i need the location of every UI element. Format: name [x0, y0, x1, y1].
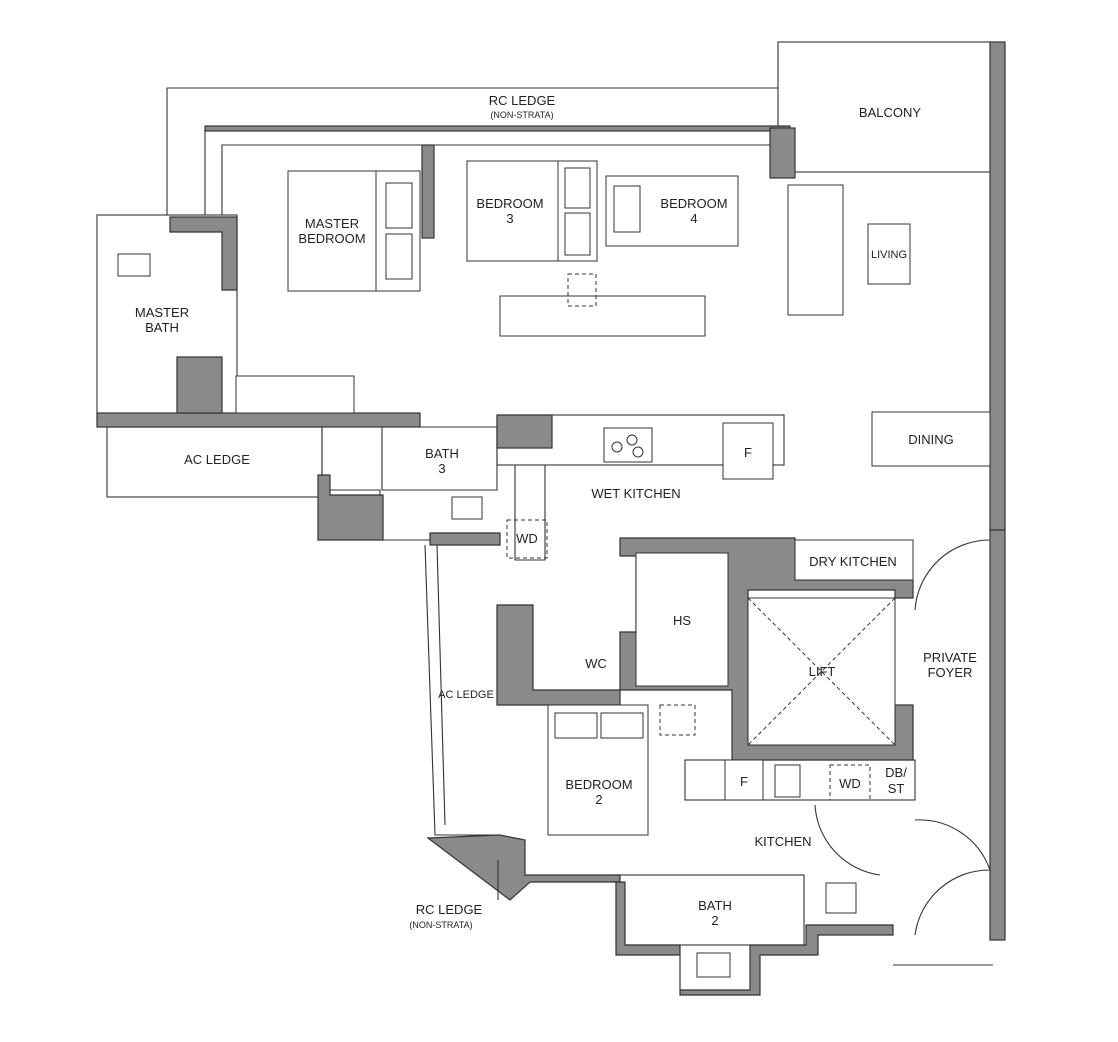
bath2-number: 2 — [711, 913, 718, 928]
dbst-label-2: ST — [888, 781, 905, 796]
master-bath-label-2: BATH — [145, 320, 179, 335]
wd-kitchen-label: WD — [839, 776, 861, 791]
bedroom3-number: 3 — [506, 211, 513, 226]
dining-label: DINING — [908, 432, 954, 447]
bath2-label: BATH — [698, 898, 732, 913]
fridge-wet-label: F — [744, 445, 752, 460]
room-labels: RC LEDGE (NON-STRATA) BALCONY MASTER BED… — [135, 93, 977, 930]
bedroom2-label: BEDROOM — [565, 777, 632, 792]
ac-ledge-mid-label: AC LEDGE — [438, 689, 494, 701]
kitchen-label: KITCHEN — [754, 834, 811, 849]
wc-label: WC — [585, 656, 607, 671]
lift-label: LIFT — [809, 664, 836, 679]
bedroom3-label: BEDROOM — [476, 196, 543, 211]
ac-ledge-left-label: AC LEDGE — [184, 452, 250, 467]
rc-ledge-bottom-note: (NON-STRATA) — [409, 920, 472, 930]
bath3-number: 3 — [438, 461, 445, 476]
rc-ledge-bottom-label: RC LEDGE — [416, 902, 483, 917]
rc-ledge-top-note: (NON-STRATA) — [490, 110, 553, 120]
hs-label: HS — [673, 613, 691, 628]
furniture — [117, 160, 991, 978]
private-foyer-label-2: FOYER — [928, 665, 973, 680]
wet-kitchen-label: WET KITCHEN — [591, 486, 680, 501]
bedroom2-number: 2 — [595, 792, 602, 807]
dbst-label: DB/ — [885, 765, 907, 780]
bath3-label: BATH — [425, 446, 459, 461]
fridge-kitchen-label: F — [740, 774, 748, 789]
master-bedroom-label: MASTER — [305, 216, 359, 231]
balcony-label: BALCONY — [859, 105, 921, 120]
living-label: LIVING — [871, 249, 907, 261]
bedroom4-number: 4 — [690, 211, 697, 226]
rc-ledge-top-label: RC LEDGE — [489, 93, 556, 108]
wd-wet-label: WD — [516, 531, 538, 546]
master-bedroom-label-2: BEDROOM — [298, 231, 365, 246]
dry-kitchen-label: DRY KITCHEN — [809, 554, 897, 569]
master-bath-label: MASTER — [135, 305, 189, 320]
private-foyer-label: PRIVATE — [923, 650, 977, 665]
bedroom4-label: BEDROOM — [660, 196, 727, 211]
